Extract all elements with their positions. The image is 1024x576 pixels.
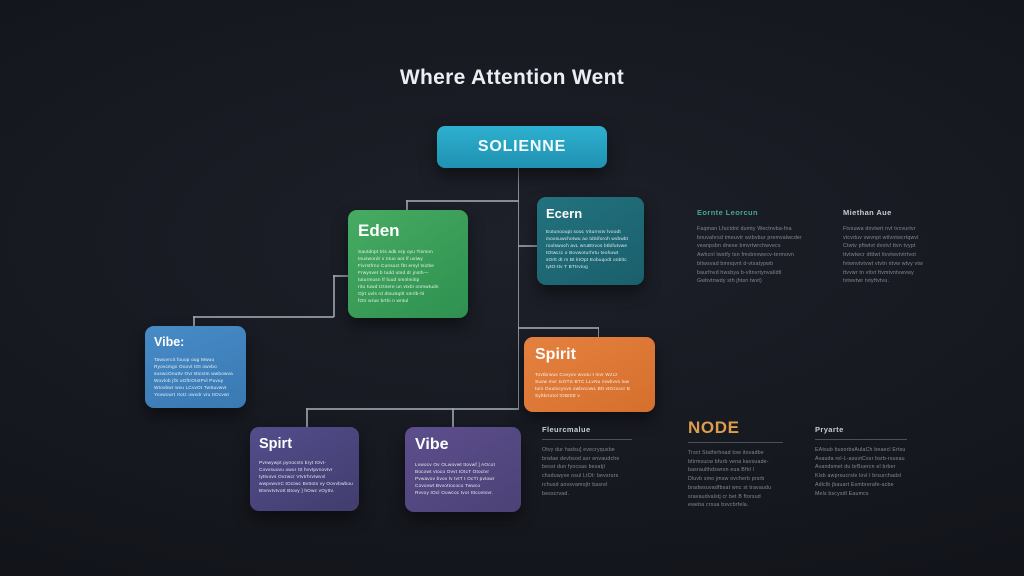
connector-main-vertical bbox=[517, 168, 519, 408]
connector-spirit-drop bbox=[597, 327, 599, 338]
card-vibe-left-title: Vibe: bbox=[154, 335, 185, 349]
card-eden-title: Eden bbox=[358, 221, 400, 240]
connector-eden-left-stub bbox=[333, 275, 349, 277]
note-node-divider bbox=[688, 442, 783, 443]
card-spirit-title: Spirit bbox=[535, 346, 576, 363]
note-pryarte-divider bbox=[815, 439, 907, 440]
card-spirt-body: Pvnwywpt pynocvts bryt tOvt-Covvsuovu ow… bbox=[259, 460, 353, 494]
connector-spirit-horizontal bbox=[518, 327, 599, 329]
note-fleurcmalue-divider bbox=[542, 439, 632, 440]
page-title: Where Attention Went bbox=[399, 66, 625, 89]
connector-bottom-horizontal bbox=[306, 408, 519, 410]
root-node-solienne: SOLIENNE bbox=[437, 126, 607, 168]
card-ecern-title: Ecern bbox=[546, 206, 583, 221]
connector-vibe-drop bbox=[193, 316, 195, 327]
note-node-heading: NODE bbox=[688, 418, 740, 437]
note-pryarte: Pryarte EAtsub busorbsAulaCh beaecl Erts… bbox=[815, 425, 907, 498]
note-miethan-aue-heading: Miethan Aue bbox=[843, 208, 892, 217]
connector-spirt-drop bbox=[306, 408, 308, 428]
root-node-label: SOLIENNE bbox=[477, 138, 567, 155]
connector-ecern-horizontal bbox=[518, 245, 538, 247]
card-spirt-title: Spirt bbox=[259, 436, 293, 452]
card-vibe-bottom-title: Vibe bbox=[415, 436, 449, 453]
connector-vibe-bottom-drop bbox=[452, 408, 454, 428]
note-miethan-aue: Miethan Aue Ftvsuwa dnvtwrt nvt tvcvurtv… bbox=[843, 208, 935, 286]
card-spirit: Spirit Tovtbrwus Covyov wvotu t mvr Wzcz… bbox=[524, 337, 655, 412]
note-fleurcmalue-heading: Fleurcmalue bbox=[542, 425, 591, 434]
connector-eden-drop bbox=[406, 200, 408, 211]
note-eornte-leorcun: Eornte Leorcun Faqman Lfuctdnt dumty Wec… bbox=[697, 208, 819, 286]
connector-eden-horizontal bbox=[406, 200, 519, 202]
connector-eden-vibe-vertical bbox=[333, 275, 335, 317]
note-eornte-leorcun-heading: Eornte Leorcun bbox=[697, 208, 759, 217]
card-spirt: Spirt Pvnwywpt pynocvts bryt tOvt-Covvsu… bbox=[250, 427, 359, 511]
connector-vibe-horizontal bbox=[193, 316, 334, 318]
note-pryarte-heading: Pryarte bbox=[815, 425, 844, 434]
